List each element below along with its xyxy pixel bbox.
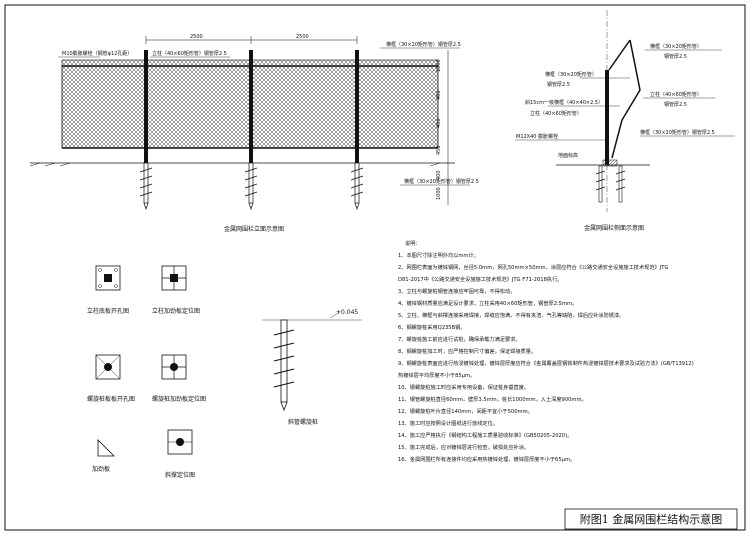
notes-block: 说明： 1、本图尺寸除注明外均以mm计。 2、网围栏表面为镀锌钢网，丝径5.0m… [398,239,694,463]
side-label-brace2: 横框（30×20矩形管）钢管厚2.5 [640,129,715,136]
label-top-rail: 横框（30×20矩形管）钢管厚2.5 [386,41,461,48]
note-line: 12、钢螺旋桩叶片直径140mm，间距不宜小于500mm。 [398,407,533,415]
vdim: 450 [436,118,442,128]
vdim: 400 [436,170,442,180]
side-label-post-thick: 钢管厚2.5 [664,101,687,108]
sheet-title: 附图1 金属网围栏结构示意图 [579,513,723,526]
side-label-brace: 斜15cm一级横框（40×40×2.5） [525,99,603,106]
note-line: 16、金属网围栏所有连接件均应采用热镀锌处理，镀锌层厚度不小于65μm。 [398,455,575,463]
side-label-bolt: M12X40 膨胀螺栓 [516,133,558,140]
side-label-frame-right: 横框（30×20矩形管） [650,43,702,50]
vdim: 400 [436,90,442,100]
post [144,50,148,170]
title-block-frame [564,508,738,530]
detail-caption: 立柱加劲板定位图 [152,307,200,315]
level-label: +0.045 [336,309,358,316]
detail-screw-stiffener: 螺旋桩加劲板定位图 [152,354,206,403]
detail-caption: 螺旋桩加劲板定位图 [152,395,206,403]
label-bottom-rail: 横框（30×20矩形管）钢管厚2.5 [404,178,479,185]
screw-pile [350,162,364,211]
note-line: 7、螺旋桩施工前应进行试桩，确保承载力满足要求。 [398,335,521,343]
note-line: 15、施工完成后，应对镀锌层进行检查，破损处应补涂。 [398,443,529,451]
note-line: 10、钢螺旋桩施工时应采用专用设备，保证桩身垂直度。 [398,383,529,391]
detail-screw-pile: +0.045 斜管螺旋桩 [262,309,362,426]
detail-caption: 斜撑定位图 [165,471,195,479]
post [605,70,609,165]
side-label-post-right: 立柱（40×60矩形管） [650,91,702,98]
sheet-border [4,4,746,531]
side-label-ground: 地面标高 [558,152,578,159]
notes-heading: 说明： [405,239,421,247]
side-label-frame-right-thick: 钢管厚2.5 [664,53,687,60]
note-line: 5、立柱、横框与斜撑连接采用焊接，焊缝应饱满，不得有夹渣、气孔等缺陷，焊后应补涂… [398,311,624,319]
vdim: 450 [436,145,442,155]
top-arm [608,39,631,71]
side-caption: 金属网围栏侧面示意图 [584,224,644,232]
detail-base-plate-holes: 立柱底板开孔图 [87,265,129,315]
detail-brace-position: 斜撑定位图 [165,429,195,479]
note-line: 13、施工时应按照设计图纸进行放线定位。 [398,419,498,427]
note-line: 4、镀锌钢材质量应满足设计要求，立柱采用40×60矩形管，钢管厚2.5mm。 [398,299,577,307]
screw-pile [139,162,153,211]
post [355,50,359,170]
detail-caption: 斜管螺旋桩 [288,418,318,426]
note-line: 热镀锌层平均厚度不小于85μm。 [398,371,475,379]
note-line: 11、钢管螺旋桩直径60mm，壁厚3.5mm，桩长1000mm，入土深度900m… [398,395,587,403]
detail-screw-plate-holes: 螺旋桩板板开孔图 [87,354,135,403]
note-line: 6、钢螺旋桩采用Q235B钢。 [398,323,466,331]
vdim: 1000 [436,59,442,72]
elevation-caption: 金属网围栏立面示意图 [224,225,284,233]
elevation-view: 2500 2500 1000 400 450 450 400 1000 M10膨… [29,34,479,233]
detail-caption: 螺旋桩板板开孔图 [87,395,135,403]
side-label-frame-thick: 钢管厚2.5 [547,81,570,88]
dim-span-2: 2500 [296,34,309,40]
detail-stiffener-plate: 加劲板 [92,439,115,473]
side-label-post: 立柱（40×60矩形管） [530,110,582,117]
side-view: 横框（30×20矩形管） 钢管厚2.5 斜15cm一级横框（40×40×2.5）… [515,10,735,232]
post [249,50,253,170]
label-anchor-bolt: M10膨胀螺栓（钢管φ12孔距） [62,50,132,57]
note-line: 1、本图尺寸除注明外均以mm计。 [398,251,479,259]
note-line: 2、网围栏表面为镀锌钢网，丝径5.0mm，网孔50mm×50mm，涂层应符合《公… [398,263,668,271]
detail-caption: 立柱底板开孔图 [87,307,129,315]
note-line: 9、钢螺旋桩表面应进行热浸镀锌处理，镀锌层厚度应符合《金属覆盖层钢铁制件热浸镀锌… [398,359,694,367]
note-line: 3、立柱与螺旋桩钢管连接应牢固可靠，不得松动。 [398,287,515,295]
note-line: 14、施工应严格执行《钢结构工程施工质量验收标准》(GB50205-2020)。 [398,431,572,439]
side-label-frame: 横框（30×20矩形管） [545,71,597,78]
screw-pile [244,162,258,211]
brace [611,39,641,159]
detail-stiffener-position: 立柱加劲板定位图 [152,265,200,315]
note-line: D81-2017中《公路交通安全设施施工技术规范》JTG F71-2018执行。 [398,275,562,283]
label-post-pipe: 立柱（40×60矩形管）钢管厚2.5 [152,50,227,57]
note-line: 8、钢螺旋桩加工时，应严格控制尺寸偏差，保证焊接质量。 [398,347,536,355]
dim-span-1: 2500 [190,34,203,40]
detail-caption: 加劲板 [92,465,110,473]
vdim: 1000 [436,187,442,200]
